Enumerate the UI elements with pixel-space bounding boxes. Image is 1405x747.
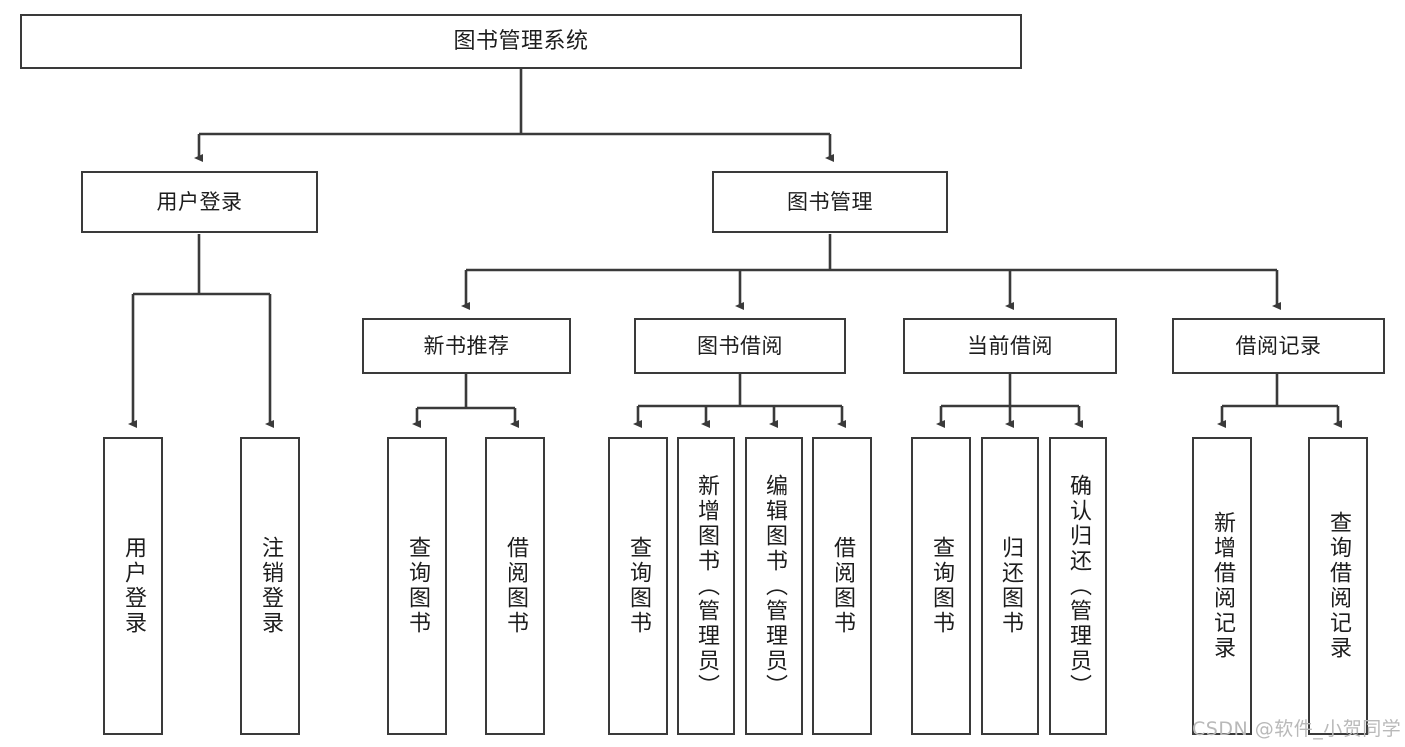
node-label: 确认归还（管理员）: [1066, 473, 1091, 699]
leaf-logout[interactable]: 注销登录: [240, 437, 300, 735]
node-user-login[interactable]: 用户登录: [81, 171, 318, 233]
node-label: 新增图书（管理员）: [694, 473, 719, 699]
node-book-management[interactable]: 图书管理: [712, 171, 948, 233]
node-label: 用户登录: [156, 189, 243, 214]
leaf-query-book-recommend[interactable]: 查询图书: [387, 437, 447, 735]
node-label: 注销登录: [258, 536, 283, 636]
node-label: 新增借阅记录: [1210, 511, 1235, 661]
leaf-return-book[interactable]: 归还图书: [981, 437, 1039, 735]
node-label: 新书推荐: [423, 333, 510, 358]
node-label: 编辑图书（管理员）: [762, 473, 787, 699]
node-label: 用户登录: [121, 536, 146, 636]
leaf-query-book-borrow[interactable]: 查询图书: [608, 437, 668, 735]
node-label: 查询图书: [929, 536, 954, 636]
node-label: 借阅记录: [1235, 333, 1322, 358]
leaf-query-borrow-record[interactable]: 查询借阅记录: [1308, 437, 1368, 735]
leaf-confirm-return-admin[interactable]: 确认归还（管理员）: [1049, 437, 1107, 735]
leaf-query-book-current[interactable]: 查询图书: [911, 437, 971, 735]
node-label: 图书管理: [787, 189, 873, 214]
node-label: 当前借阅: [967, 333, 1053, 358]
node-new-book-recommend[interactable]: 新书推荐: [362, 318, 571, 374]
node-label: 查询借阅记录: [1326, 511, 1351, 661]
leaf-add-book-admin[interactable]: 新增图书（管理员）: [677, 437, 735, 735]
leaf-user-login[interactable]: 用户登录: [103, 437, 163, 735]
csdn-watermark: CSDN @软件_小贺同学: [1192, 718, 1402, 740]
node-label: 图书管理系统: [453, 28, 589, 54]
node-label: 归还图书: [998, 536, 1023, 636]
node-label: 查询图书: [626, 536, 651, 636]
node-label: 借阅图书: [830, 536, 855, 636]
node-label: 查询图书: [405, 536, 430, 636]
leaf-add-borrow-record[interactable]: 新增借阅记录: [1192, 437, 1252, 735]
node-label: 借阅图书: [503, 536, 528, 636]
node-borrow-record[interactable]: 借阅记录: [1172, 318, 1385, 374]
node-current-borrow[interactable]: 当前借阅: [903, 318, 1117, 374]
node-root-book-management-system[interactable]: 图书管理系统: [20, 14, 1022, 69]
node-label: 图书借阅: [697, 333, 783, 358]
leaf-edit-book-admin[interactable]: 编辑图书（管理员）: [745, 437, 803, 735]
leaf-borrow-book[interactable]: 借阅图书: [812, 437, 872, 735]
node-book-borrow[interactable]: 图书借阅: [634, 318, 846, 374]
leaf-borrow-book-recommend[interactable]: 借阅图书: [485, 437, 545, 735]
